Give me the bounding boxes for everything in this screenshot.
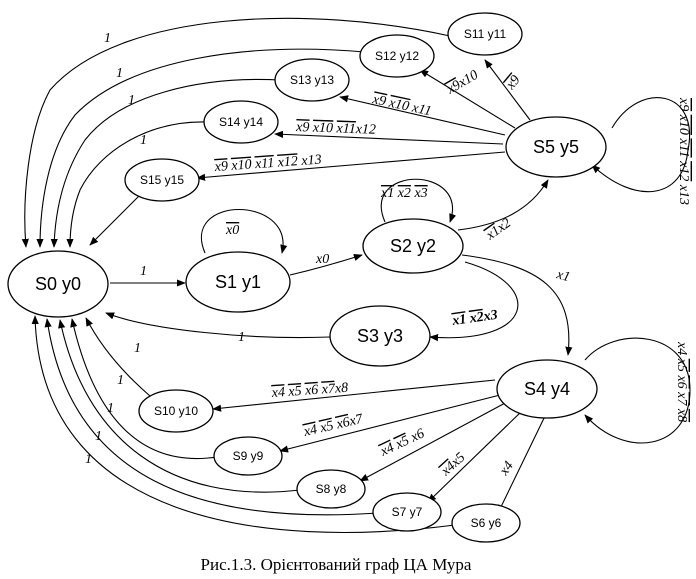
- edge-s4-s7: [427, 409, 524, 503]
- node-s3-label: S3 y3: [357, 326, 403, 346]
- node-s7: S7 y7: [372, 492, 442, 532]
- label-s0-s1: 1: [140, 264, 147, 279]
- figure-caption: Рис.1.3. Орієнтований граф ЦА Мура: [201, 555, 472, 574]
- edge-s1-s2: [289, 254, 363, 276]
- node-s11-label: S11 y11: [464, 27, 507, 41]
- node-s5: S5 y5: [505, 116, 607, 178]
- edge-s2-loop: [380, 178, 457, 223]
- edge-s4-s9: [279, 394, 501, 453]
- edge-s5-s15: [196, 151, 506, 181]
- label-s8-s0: 1: [107, 401, 114, 416]
- label-s12-s0: 1: [116, 66, 123, 81]
- edge-s5-s12: [419, 69, 516, 129]
- label-s5-s12: x9x10: [444, 68, 481, 98]
- label-s2-s3: x1 x2x3: [450, 308, 498, 329]
- node-s10-label: S10 y10: [154, 404, 198, 418]
- edge-s5-s13: [339, 95, 506, 136]
- edge-s1-loop: [201, 208, 288, 254]
- node-s5-label: S5 y5: [533, 137, 579, 157]
- node-s12: S12 y12: [359, 34, 435, 78]
- edge-s3-s0: [105, 312, 331, 339]
- edge-s13-s0: [50, 78, 281, 248]
- label-s4-s10: x4 x5 x6 x7x8: [270, 381, 348, 401]
- node-s1: S1 y1: [185, 251, 291, 313]
- label-s4-s7: x4x5: [438, 450, 468, 480]
- label-s1-loop: x0: [225, 223, 239, 238]
- node-s0: S0 y0: [7, 250, 109, 318]
- node-s1-label: S1 y1: [215, 272, 261, 292]
- label-s1-s2: x0: [315, 252, 329, 267]
- label-s10-s0: 1: [134, 341, 141, 356]
- edge-s2-s4: [461, 254, 573, 356]
- label-s4-s9: x4 x5 x6x7: [302, 412, 366, 441]
- edge-s9-s0: [70, 318, 218, 460]
- node-s7-label: S7 y7: [392, 505, 423, 519]
- node-s12-label: S12 y12: [375, 49, 419, 63]
- node-s6-label: S6 y6: [471, 516, 502, 530]
- node-s2: S2 y2: [362, 218, 464, 274]
- label-s4-s8: x4 x5 x6: [377, 426, 427, 460]
- label-s13-s0: 1: [128, 93, 135, 108]
- label-s7-s0: 1: [95, 429, 102, 444]
- node-s14-label: S14 y14: [219, 115, 263, 129]
- edge-s4-s6: [497, 411, 548, 514]
- label-s3-s0: 1: [238, 330, 245, 345]
- node-s13-label: S13 y13: [290, 73, 334, 87]
- edge-s2-s3: [429, 261, 519, 342]
- edge-s11-s0: [21, 17, 451, 248]
- node-s2-label: S2 y2: [390, 236, 436, 256]
- node-s3: S3 y3: [329, 305, 431, 367]
- edge-s2-s5: [457, 179, 549, 231]
- node-s0-label: S0 y0: [35, 274, 81, 294]
- node-s10: S10 y10: [138, 389, 214, 433]
- label-s2-s4: x1: [554, 267, 572, 285]
- node-s11: S11 y11: [447, 12, 523, 56]
- label-s5-s15: x9 x10 x11 x12 x13: [213, 153, 322, 176]
- edge-s12-s0: [36, 48, 366, 248]
- node-s14: S14 y14: [203, 100, 279, 144]
- label-s9-s0: 1: [117, 373, 124, 388]
- node-s9-label: S9 y9: [233, 449, 264, 463]
- label-s4-s6: x4: [496, 459, 516, 479]
- label-s14-s0: 1: [140, 133, 147, 148]
- edge-s6-s0: [31, 315, 456, 533]
- label-s5-s13: x9 x10 x11: [370, 92, 432, 119]
- edge-s5-s14: [274, 130, 504, 145]
- label-s6-s0: 1: [85, 452, 92, 467]
- edge-s4-s10: [212, 379, 496, 412]
- label-s5-loop: x9 x10 x11 x12 x13: [676, 97, 691, 205]
- edge-s15-s0: [89, 194, 141, 246]
- edge-s10-s0: [85, 317, 151, 397]
- node-s15-label: S15 y15: [140, 173, 184, 187]
- label-s2-loop: x1 x2 x3: [380, 186, 428, 201]
- edge-s7-s0: [44, 318, 379, 516]
- node-s9: S9 y9: [213, 436, 283, 476]
- node-s13: S13 y13: [274, 58, 350, 102]
- node-s8: S8 y8: [296, 469, 366, 509]
- label-s4-loop: x4 x5 x6 x7 x8: [674, 341, 689, 422]
- label-s11-s0: 1: [104, 31, 111, 46]
- edge-s4-s8: [359, 401, 508, 482]
- node-s4-label: S4 y4: [524, 379, 570, 399]
- edge-s5-loop: [591, 97, 691, 193]
- label-s5-s14: x9 x10 x11x12: [295, 120, 376, 138]
- edge-s8-s0: [58, 319, 301, 493]
- edge-s14-s0: [66, 121, 209, 248]
- label-s2-s5: x1x2: [483, 216, 514, 244]
- node-s15: S15 y15: [124, 158, 200, 202]
- node-s8-label: S8 y8: [316, 482, 347, 496]
- label-s5-s11: x9: [503, 73, 524, 94]
- edge-s4-loop: [584, 337, 691, 444]
- node-s6: S6 y6: [451, 503, 521, 543]
- edge-s5-s11: [484, 59, 531, 121]
- node-s4: S4 y4: [496, 359, 598, 419]
